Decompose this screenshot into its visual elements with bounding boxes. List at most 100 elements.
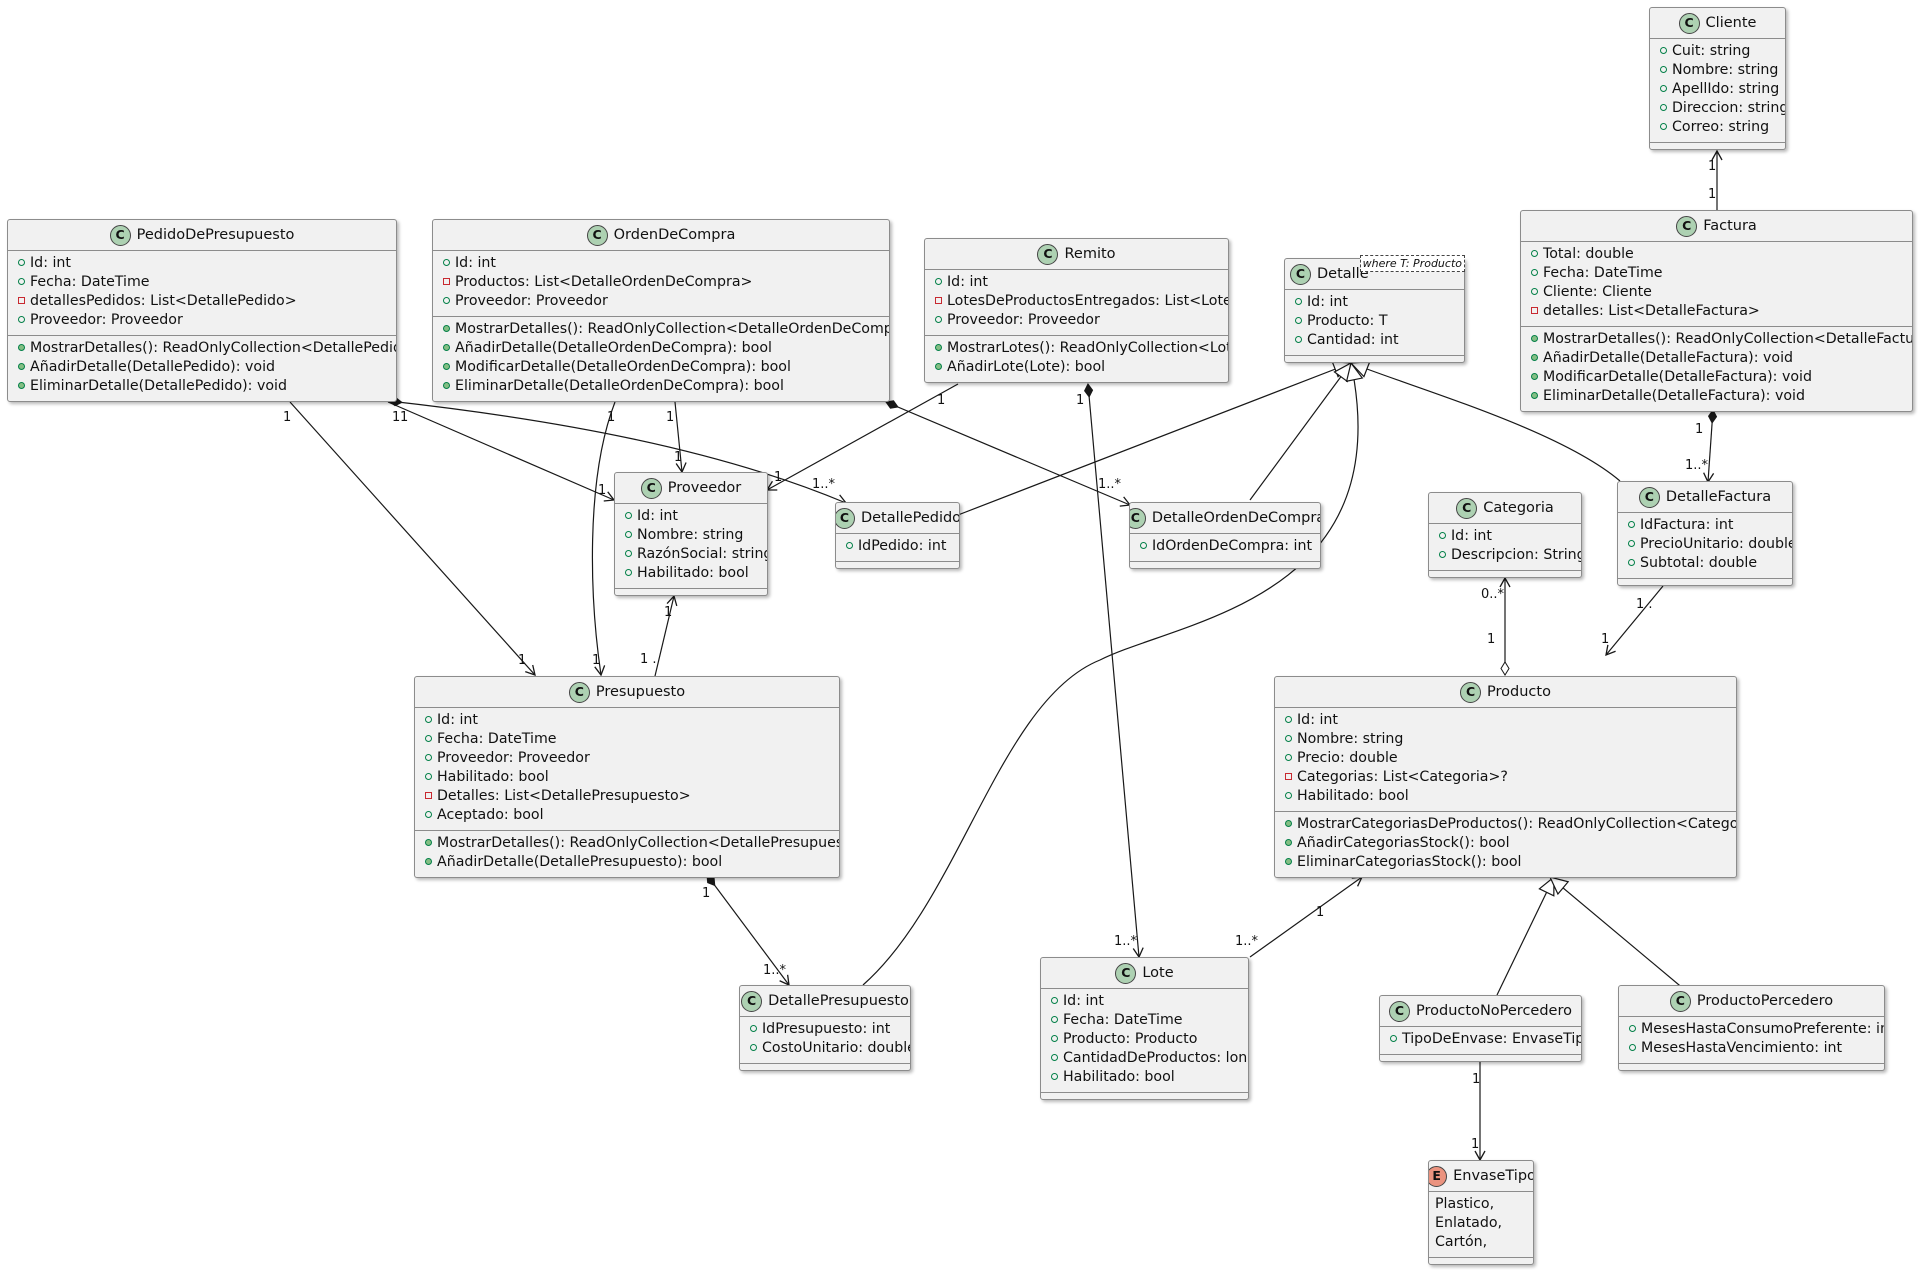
public-method-icon xyxy=(18,362,25,370)
field: IdOrdenDeCompra: int xyxy=(1152,538,1313,554)
public-field-icon xyxy=(1051,1015,1058,1023)
field: RazónSocial: string xyxy=(637,546,768,562)
edge-lote-producto xyxy=(1249,876,1364,958)
edge-orden-detalleorden xyxy=(885,400,1132,507)
public-field-icon xyxy=(1285,753,1292,761)
mult-label: 1..* xyxy=(1685,458,1709,473)
public-field-icon xyxy=(1660,65,1667,73)
class-icon: C xyxy=(1037,243,1059,265)
public-field-icon xyxy=(1531,249,1538,257)
public-method-icon xyxy=(425,838,432,846)
class-name: Producto xyxy=(1487,684,1551,700)
mult-label: 1 xyxy=(1316,905,1324,920)
field: Habilitado: bool xyxy=(437,769,549,785)
field: Nombre: string xyxy=(637,527,744,543)
class-icon: C xyxy=(1676,215,1698,237)
public-field-icon xyxy=(1660,103,1667,111)
edge-pedido-presupuesto xyxy=(289,401,536,676)
class-icon: C xyxy=(1460,681,1482,703)
class-icon: C xyxy=(1130,507,1146,529)
public-field-icon xyxy=(750,1024,757,1032)
field: Cantidad: int xyxy=(1307,332,1399,348)
field: Proveedor: Proveedor xyxy=(947,312,1100,328)
method: EliminarCategoriasStock(): bool xyxy=(1297,854,1522,870)
class-icon: C xyxy=(1115,962,1137,984)
edge-remito-proveedor xyxy=(765,383,959,491)
field: detalles: List<DetalleFactura> xyxy=(1543,303,1760,319)
field: Producto: T xyxy=(1307,313,1388,329)
mult-label: 1 xyxy=(1076,393,1084,408)
class-icon: C xyxy=(109,224,131,246)
public-field-icon xyxy=(1628,558,1635,566)
class-name: Remito xyxy=(1064,246,1116,262)
mult-label: 1 xyxy=(392,410,400,425)
mult-label: 1 xyxy=(1487,632,1495,647)
public-method-icon xyxy=(1531,334,1538,342)
public-method-icon xyxy=(935,362,942,370)
class-icon: C xyxy=(1290,263,1311,285)
public-field-icon xyxy=(1439,531,1446,539)
class-name: Proveedor xyxy=(667,480,742,496)
class-name: OrdenDeCompra xyxy=(613,227,736,243)
class-icon: C xyxy=(836,507,855,529)
edge-presupuesto-detallepresupuesto xyxy=(706,874,790,987)
public-field-icon xyxy=(1390,1034,1397,1042)
edge-remito-lote xyxy=(1084,383,1144,959)
field: ApellIdo: string xyxy=(1672,81,1780,97)
public-field-icon xyxy=(1629,1043,1636,1051)
class-name: PedidoDePresupuesto xyxy=(136,227,295,243)
class-name: Presupuesto xyxy=(595,684,686,700)
method: AñadirDetalle(DetalleFactura): void xyxy=(1543,350,1794,366)
edge-pedido-proveedor xyxy=(387,401,616,502)
multiplicity-labels: 1 1 1 1 1 1 1 1..* 1 1 1 1 1..* 1 1 1 1.… xyxy=(283,159,1716,1152)
enum-value: Enlatado, xyxy=(1435,1215,1503,1231)
public-method-icon xyxy=(425,857,432,865)
mult-label: 0..* xyxy=(1481,587,1505,602)
field: Descripcion: String xyxy=(1451,547,1582,563)
public-field-icon xyxy=(1285,791,1292,799)
public-field-icon xyxy=(625,549,632,557)
class-name: DetalleOrdenDeCompra xyxy=(1151,510,1321,526)
field: Id: int xyxy=(30,255,71,271)
field: Fecha: DateTime xyxy=(1543,265,1663,281)
method: EliminarDetalle(DetalleOrdenDeCompra): b… xyxy=(455,378,784,394)
mult-label: 1 . xyxy=(1636,597,1653,612)
mult-label: 1 xyxy=(1695,422,1703,437)
public-method-icon xyxy=(1285,857,1292,865)
private-field-icon xyxy=(18,296,25,304)
field: Cliente: Cliente xyxy=(1543,284,1652,300)
class-icon: C xyxy=(586,224,608,246)
mult-label: 1 xyxy=(1708,187,1716,202)
public-method-icon xyxy=(1531,372,1538,380)
mult-label: 1 xyxy=(592,653,600,668)
method: AñadirCategoriasStock(): bool xyxy=(1297,835,1510,851)
field: Total: double xyxy=(1543,246,1634,262)
class-icon: C xyxy=(568,681,590,703)
public-field-icon xyxy=(1051,1053,1058,1061)
mult-label: 1..* xyxy=(1114,934,1138,949)
private-field-icon xyxy=(443,277,450,285)
edge-detallefactura-producto xyxy=(1605,585,1664,657)
public-field-icon xyxy=(625,530,632,538)
public-field-icon xyxy=(1660,84,1667,92)
field: Proveedor: Proveedor xyxy=(455,293,608,309)
mult-label: 1 xyxy=(666,410,674,425)
public-field-icon xyxy=(1285,715,1292,723)
public-field-icon xyxy=(1051,1034,1058,1042)
edge-detallepedido-detalle xyxy=(957,361,1353,516)
public-field-icon xyxy=(18,277,25,285)
method: AñadirDetalle(DetallePresupuesto): bool xyxy=(437,854,723,870)
public-field-icon xyxy=(1439,550,1446,558)
public-field-icon xyxy=(1629,1024,1636,1032)
public-method-icon xyxy=(1531,353,1538,361)
field: Producto: Producto xyxy=(1063,1031,1198,1047)
field: Cuit: string xyxy=(1672,43,1751,59)
public-method-icon xyxy=(443,381,450,389)
